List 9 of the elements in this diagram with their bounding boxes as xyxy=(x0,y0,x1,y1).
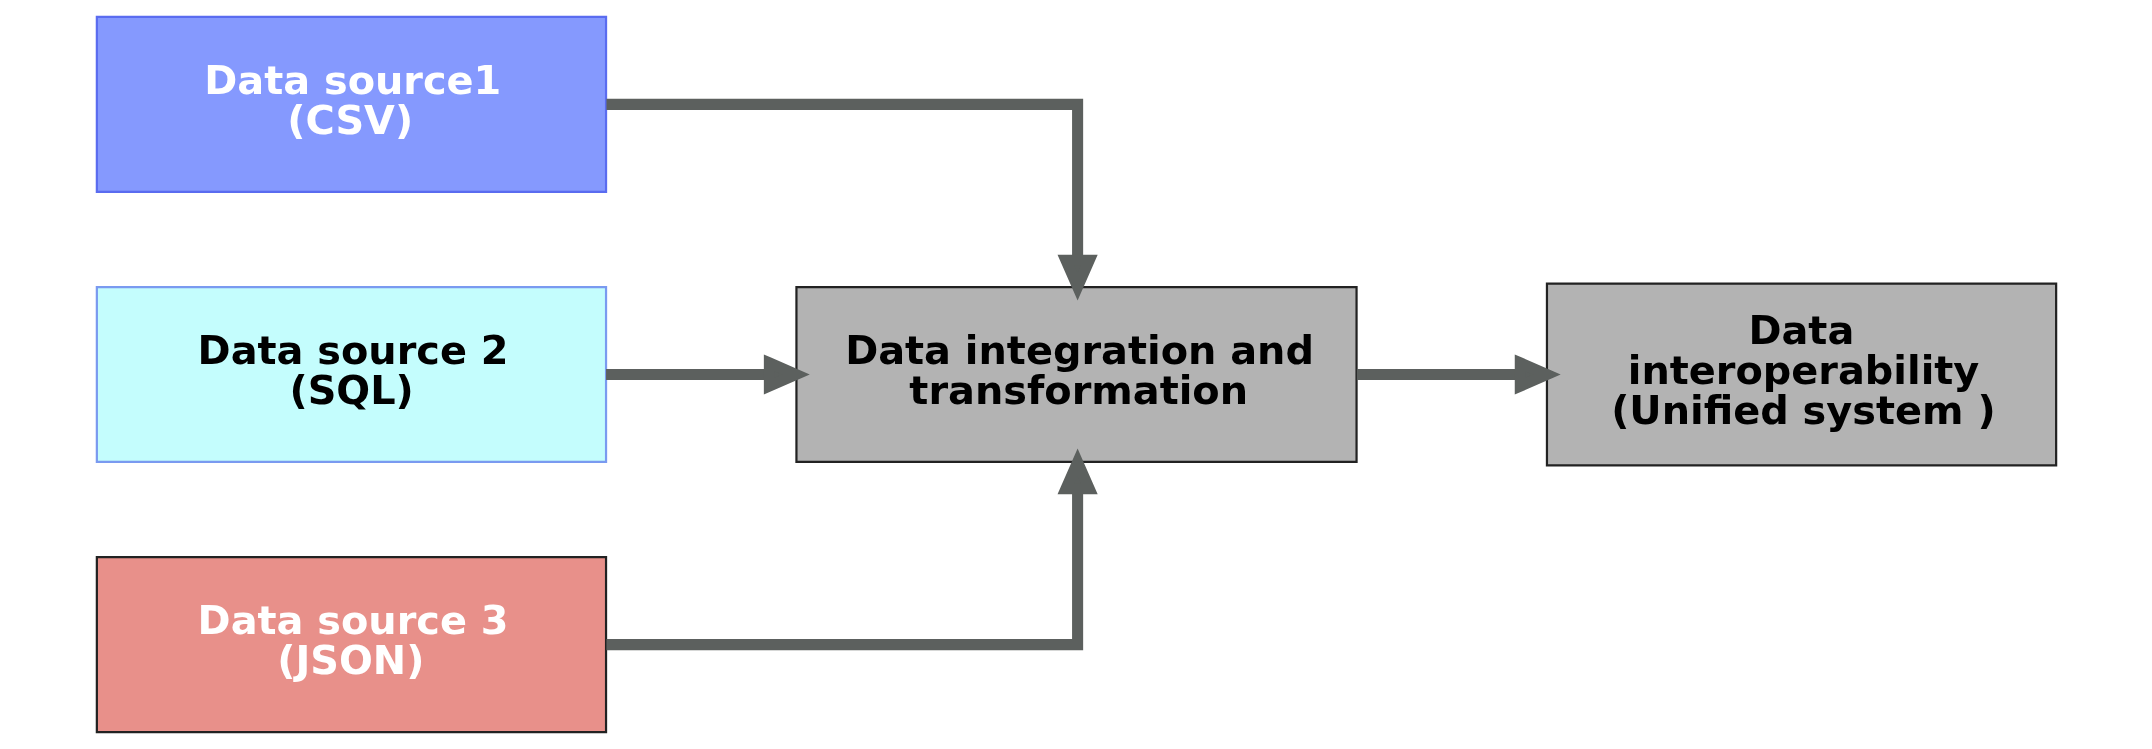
node-box: Data source 3 (JSON) xyxy=(95,556,607,734)
node-box: Data source1 (CSV) xyxy=(95,15,607,193)
node-box: Data source 2 (SQL) xyxy=(95,285,607,464)
node-box: Data interoperability (Unified system ) xyxy=(1545,282,2057,467)
arrow xyxy=(605,354,810,395)
arrow xyxy=(605,98,1098,301)
node-box: Data integration and transformation xyxy=(794,285,1358,464)
arrow xyxy=(1356,354,1561,395)
arrow xyxy=(605,448,1098,651)
